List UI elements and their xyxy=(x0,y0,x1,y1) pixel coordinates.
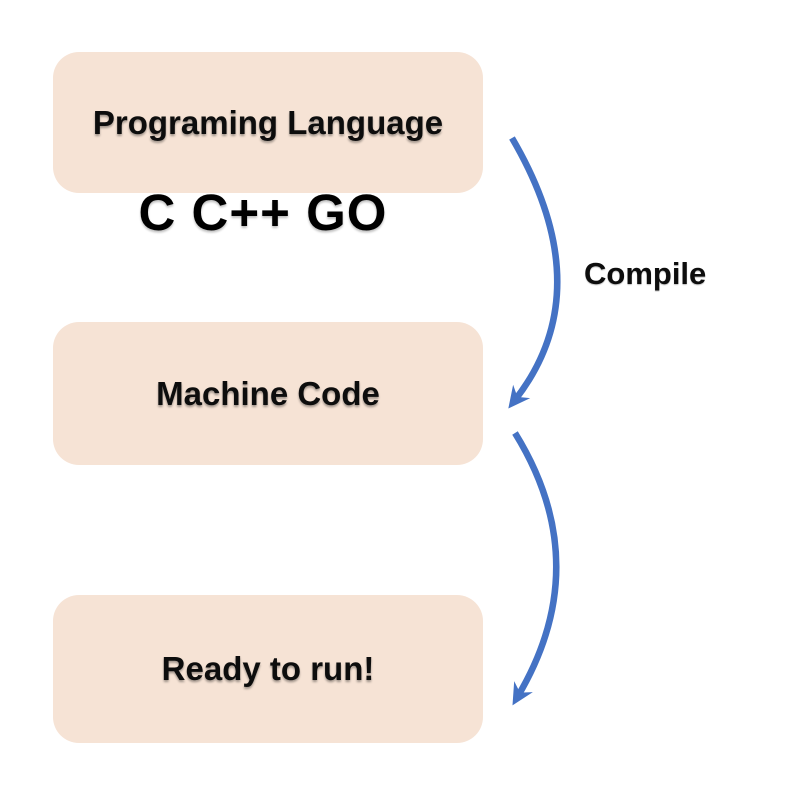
compile-arrow xyxy=(508,136,561,409)
node-ready-to-run: Ready to run! xyxy=(53,595,483,743)
node-ready-to-run-label: Ready to run! xyxy=(161,650,375,687)
node-programming-language: Programing Language xyxy=(53,52,483,193)
run-arrow xyxy=(512,431,560,706)
node-machine-code: Machine Code xyxy=(53,322,483,465)
node-machine-code-label: Machine Code xyxy=(156,374,380,412)
node-programming-language-label: Programing Language xyxy=(92,103,444,141)
edge-label-compile: Compile xyxy=(584,256,707,291)
language-examples-text: C C++ GO xyxy=(138,184,388,241)
